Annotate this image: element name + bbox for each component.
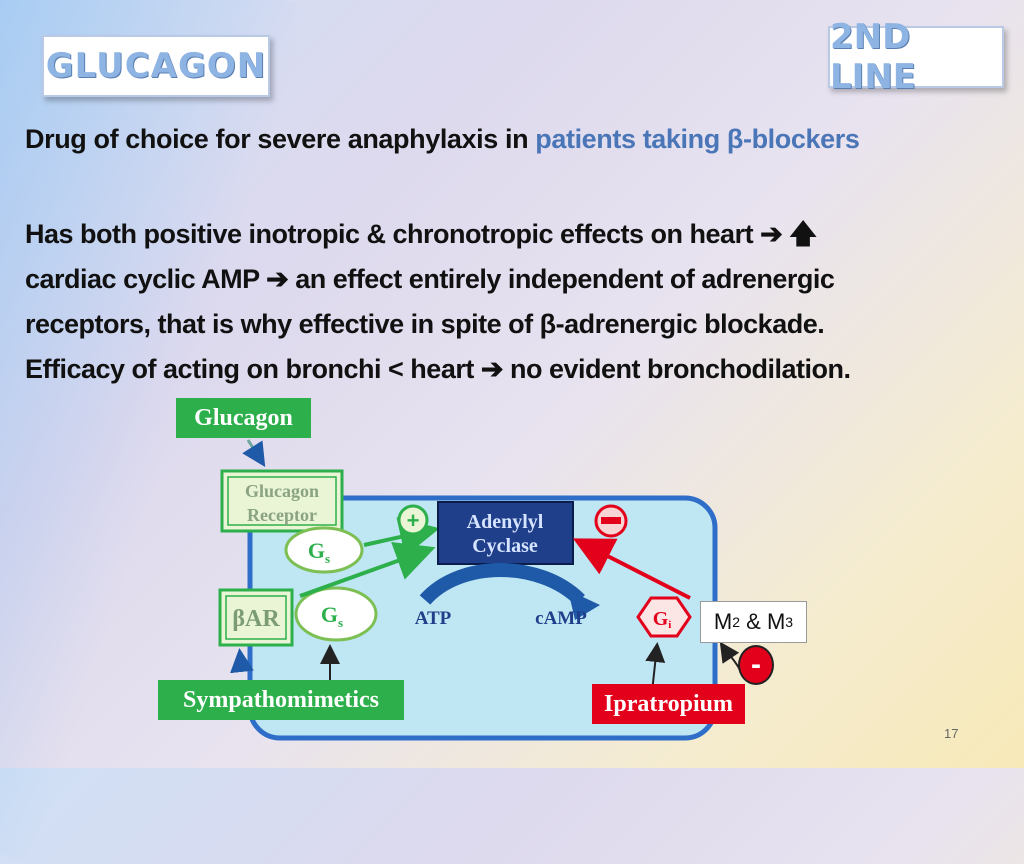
gs-label-1: Gs <box>308 538 330 566</box>
glucagon-label: Glucagon <box>176 398 311 438</box>
stimulation-plus-icon <box>397 504 429 536</box>
glucagon-to-receptor-arrow <box>242 439 266 468</box>
gs-label-2: Gs <box>321 602 343 630</box>
intro-line: Drug of choice for severe anaphylaxis in… <box>25 124 860 155</box>
intro-text: Drug of choice for severe anaphylaxis in <box>25 124 536 154</box>
intro-highlight: patients taking β-blockers <box>535 124 860 154</box>
symp-to-bar-arrow <box>230 648 254 674</box>
gi-inhibition-arrow <box>572 538 691 600</box>
gi-protein <box>636 596 692 638</box>
receptor-label-2: Receptor <box>247 505 317 525</box>
paragraph-line-4: Efficacy of acting on bronchi < heart ➔ … <box>25 354 851 384</box>
line-badge: 2ND LINE <box>830 17 916 97</box>
signaling-diagram: Glucagon Receptor βAR Gs Gs + Adenylyl C… <box>218 439 741 741</box>
atp-to-camp-arrow <box>419 563 585 606</box>
paragraph-line-1: Has both positive inotropic & chronotrop… <box>25 219 817 249</box>
slide-title-box: GLUCAGON <box>42 35 270 97</box>
beta-receptor-box <box>218 588 294 647</box>
paragraph-line-2: cardiac cyclic AMP ➔ an effect entirely … <box>25 264 835 294</box>
camp-label: cAMP <box>535 608 587 629</box>
mechanism-paragraph: Has both positive inotropic & chronotrop… <box>25 212 1015 392</box>
adenylyl-cyclase-box <box>437 501 574 565</box>
line-badge-box: 2ND LINE <box>828 17 1004 97</box>
beta-receptor-label: βAR <box>232 606 280 632</box>
glucagon-receptor-box <box>220 469 344 533</box>
gs2-activation-arrow <box>299 542 436 598</box>
gi-label: Gi <box>653 608 672 631</box>
receptor-label-1: Glucagon <box>245 481 319 501</box>
slide-title: GLUCAGON <box>45 46 267 86</box>
enzyme-label-1: Adenylyl <box>467 511 544 533</box>
enzyme-label-2: Cyclase <box>472 535 538 557</box>
atp-label: ATP <box>415 608 452 629</box>
antagonist-minus-icon: - <box>738 645 774 685</box>
svg-text:+: + <box>407 508 420 533</box>
gs-protein-1 <box>284 526 364 574</box>
page-number: 17 <box>944 726 959 741</box>
sympathomimetics-label: Sympathomimetics <box>158 680 404 720</box>
ipratropium-label: Ipratropium <box>592 684 745 724</box>
paragraph-line-3: receptors, that is why effective in spit… <box>25 309 825 339</box>
gs-protein-2 <box>294 586 378 642</box>
